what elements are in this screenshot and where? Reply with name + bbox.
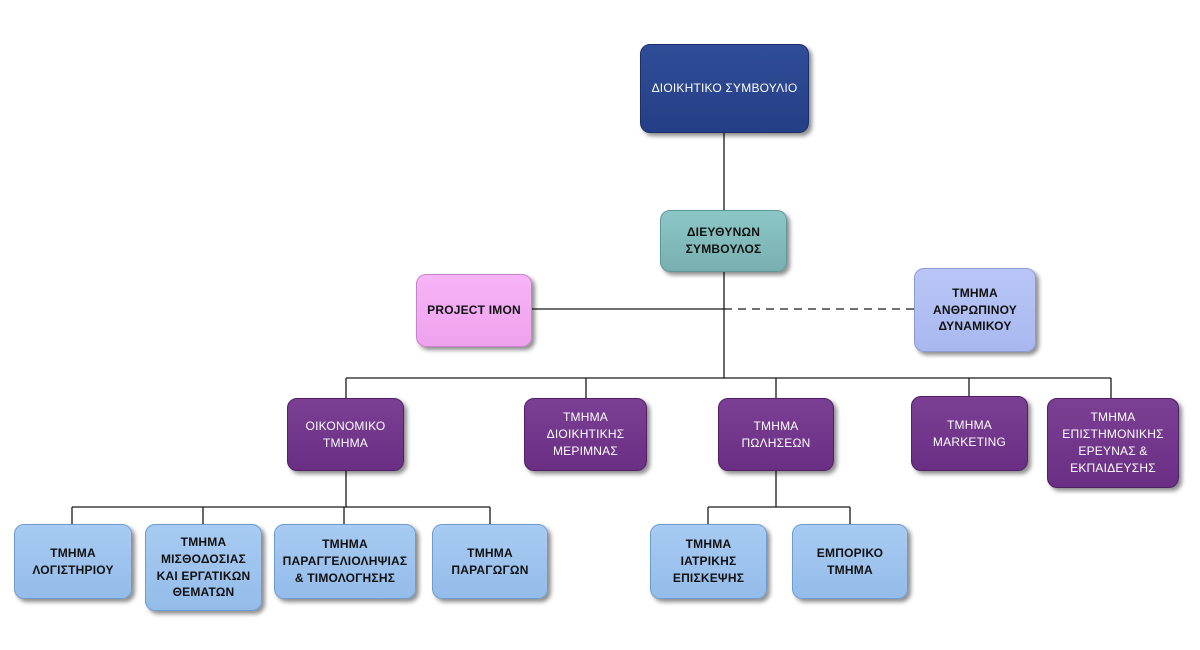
commercial-unit-box: ΕΜΠΟΡΙΚΟ ΤΜΗΜΑ [792,524,908,599]
medical-visit-unit-box: ΤΜΗΜΑ ΙΑΤΡΙΚΗΣ ΕΠΙΣΚΕΨΗΣ [650,524,767,599]
payroll-unit-box: ΤΜΗΜΑ ΜΙΣΘΟΔΟΣΙΑΣ ΚΑΙ ΕΡΓΑΤΙΚΩΝ ΘΕΜΑΤΩΝ [145,524,262,611]
project-imon-box: PROJECT IMON [416,274,532,347]
research-department-box: ΤΜΗΜΑ ΕΠΙΣΤΗΜΟΝΙΚΗΣ ΕΡΕΥΝΑΣ & ΕΚΠΑΙΔΕΥΣΗ… [1047,398,1179,488]
sales-department-box: ΤΜΗΜΑ ΠΩΛΗΣΕΩΝ [718,398,834,471]
orders-invoicing-unit-box: ΤΜΗΜΑ ΠΑΡΑΓΓΕΛΙΟΛΗΨΙΑΣ & ΤΙΜΟΛΟΓΗΣΗΣ [274,524,416,599]
production-unit-box: ΤΜΗΜΑ ΠΑΡΑΓΩΓΩΝ [432,524,548,599]
admin-department-box: ΤΜΗΜΑ ΔΙΟΙΚΗΤΙΚΗΣ ΜΕΡΙΜΝΑΣ [524,398,647,471]
hr-department-box: ΤΜΗΜΑ ΑΝΘΡΩΠΙΝΟΥ ΔΥΝΑΜΙΚΟΥ [914,268,1036,352]
accounting-unit-box: ΤΜΗΜΑ ΛΟΓΙΣΤΗΡΙΟΥ [14,524,132,599]
ceo-box: ΔΙΕΥΘΥΝΩΝ ΣΥΜΒΟΥΛΟΣ [660,210,787,272]
finance-department-box: ΟΙΚΟΝΟΜΙΚΟ ΤΜΗΜΑ [287,398,404,471]
board-of-directors-box: ΔΙΟΙΚΗΤΙΚΟ ΣΥΜΒΟΥΛΙΟ [640,44,809,133]
marketing-department-box: ΤΜΗΜΑ MARKETING [911,396,1028,471]
